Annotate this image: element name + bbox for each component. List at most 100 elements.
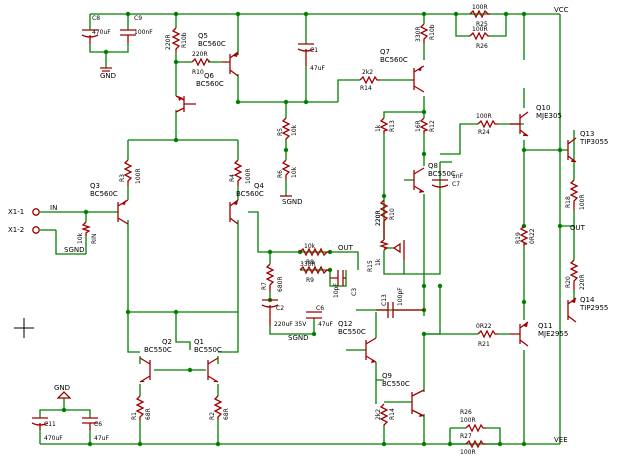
label-r2-ref: R2 (209, 412, 216, 420)
trimpot-r15 (378, 239, 405, 260)
cap-c11 (31, 417, 49, 430)
net-out-right: OUT (570, 224, 586, 232)
label-c8-ref: C8 (92, 15, 100, 22)
label-q13-type: TIP3055 (579, 138, 608, 146)
label-r9-ref: R9 (306, 277, 314, 284)
label-q9-type: BC550C (382, 380, 410, 388)
resistor-r11b (419, 23, 429, 44)
cap-c7 (306, 311, 322, 319)
label-r8-value: 10k (304, 243, 316, 250)
label-r18-value: 100R (476, 113, 492, 120)
resistors (80, 9, 579, 449)
label-c8-value: 470uF (92, 29, 111, 36)
label-r11b-ref: R10b (429, 24, 436, 40)
connector-x1-2 (32, 226, 40, 234)
label-r12-value: 16R (415, 120, 422, 132)
label-r13-value: 1k (375, 124, 382, 132)
label-r26-value: 100R (460, 417, 476, 424)
transistor-q3 (117, 199, 129, 225)
transistor-q13 (567, 137, 577, 163)
label-c13-value: 100pF (397, 287, 404, 306)
label-q2-ref: Q2 (162, 338, 172, 346)
label-q9-ref: Q9 (382, 372, 392, 380)
label-r14-value: 2k2 (362, 69, 373, 76)
label-r7-ref: R7 (261, 282, 268, 290)
label-q11-type: MJE2955 (538, 330, 568, 338)
transistor-q10 (510, 111, 529, 137)
label-r14-ref: R14 (360, 85, 372, 92)
resistor-r26 (465, 423, 486, 433)
label-r2-value: 68R (223, 408, 230, 420)
label-q11-ref: Q11 (538, 322, 552, 330)
label-q14-ref: Q14 (580, 296, 595, 304)
label-c11-value: 470uF (44, 435, 63, 442)
label-q4-type: BC560C (236, 190, 264, 198)
resistor-r2 (213, 395, 223, 420)
label-c5-value: 47uF (94, 435, 109, 442)
label-x1-1: X1-1 (8, 208, 24, 216)
label-q1-ref: Q1 (194, 338, 204, 346)
label-q3-ref: Q3 (90, 182, 100, 190)
label-q12-type: BC550C (338, 328, 366, 336)
gnd-symbol-top (100, 67, 112, 72)
transistor-q7 (412, 65, 425, 93)
label-r10h-value: 220R (192, 51, 208, 58)
label-c6-value: 1nF (452, 173, 464, 180)
label-q7-ref: Q7 (380, 48, 390, 56)
label-r3-value: 100R (135, 168, 142, 184)
label-q13-ref: Q13 (580, 130, 594, 138)
label-r26-ref: R26 (460, 409, 472, 416)
label-c6-ref: C7 (452, 181, 460, 188)
label-r27-ref: R27 (460, 433, 472, 440)
label-q6-type: BC560C (196, 80, 224, 88)
resistor-r18 (477, 119, 498, 129)
label-q10-ref: Q10 (536, 104, 550, 112)
resistor-r3 (123, 159, 133, 186)
label-r3-ref: R3 (119, 174, 126, 182)
transistor-q6 (175, 95, 196, 113)
label-r15-value: 1k (375, 258, 382, 266)
label-c11-ref: C11 (44, 421, 56, 428)
label-r10b-value: 220R (375, 210, 382, 226)
label-q8-type: BC550C (428, 170, 456, 178)
label-r27-value: 100R (460, 449, 476, 456)
label-r11b-value: 330R (415, 26, 422, 42)
resistor-r13 (379, 117, 389, 134)
label-r4-value: 100R (245, 168, 252, 184)
resistor-r27 (465, 439, 486, 449)
label-r20-value: 0R22 (529, 228, 536, 244)
label-x1-2: X1-2 (8, 226, 24, 234)
label-c7-value: 47uF (318, 321, 333, 328)
net-gnd-bottom: GND (54, 384, 70, 392)
labels: VCC VEE OUT OUT GND GND SGND SGND SGND I… (8, 4, 608, 456)
resistor-r21 (569, 259, 579, 290)
resistor-r9 (299, 265, 330, 275)
label-r19-ref: R18 (565, 196, 572, 208)
label-r4-ref: R4 (229, 174, 236, 182)
label-r10b-ref: R10 (389, 208, 396, 220)
label-q6-ref: Q6 (204, 72, 215, 80)
cap-c3 (330, 270, 346, 286)
label-rin-ref: RIN (91, 234, 98, 244)
resistor-r8 (299, 247, 330, 257)
net-sgnd-in: SGND (64, 246, 85, 254)
label-rin-value: 10k (77, 232, 84, 244)
resistor-r24 (469, 9, 490, 19)
label-r20-ref: R19 (515, 232, 522, 244)
wires (39, 13, 575, 445)
cap-c9 (120, 29, 136, 44)
label-c9-ref: C9 (134, 15, 142, 22)
label-q4-ref: Q4 (254, 182, 265, 190)
label-c7-ref: C6 (316, 305, 324, 312)
transistors (117, 51, 577, 417)
label-r9-value: 330R (300, 261, 316, 268)
label-c2-ref: C2 (276, 305, 284, 312)
label-r1-ref: R1 (131, 412, 138, 420)
net-vee: VEE (554, 436, 568, 444)
label-r17-ref: R21 (478, 341, 490, 348)
label-r11-value: 220R (165, 34, 172, 50)
resistor-r10 (379, 199, 389, 240)
transistor-q1 (207, 357, 219, 383)
resistor-r16 (379, 403, 389, 426)
label-r10h-ref: R10 (192, 69, 204, 76)
